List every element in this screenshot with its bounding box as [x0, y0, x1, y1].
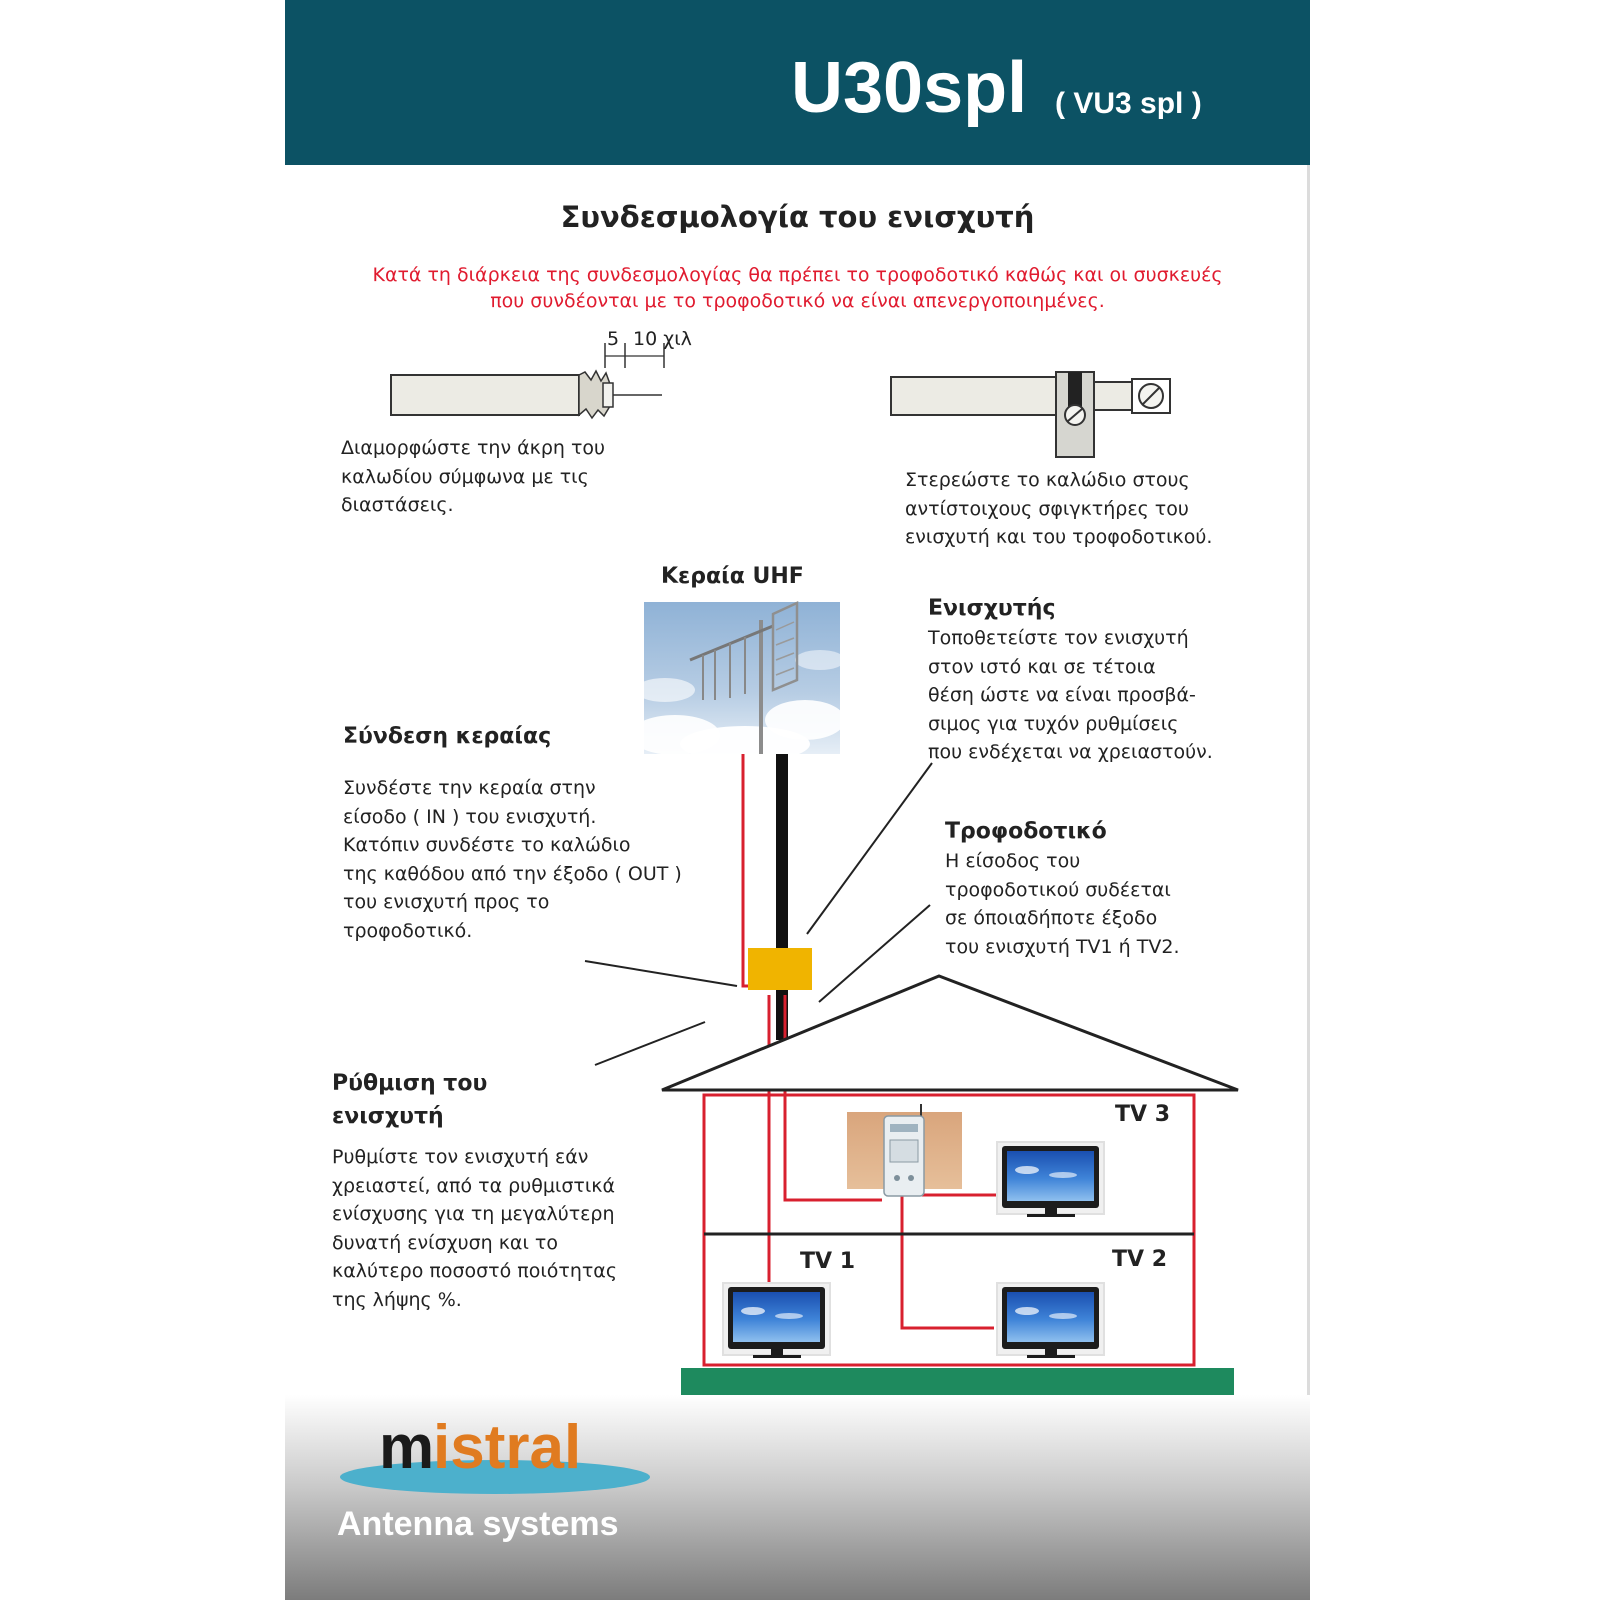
power-supply-heading: Τροφοδοτικό — [945, 819, 1107, 844]
antenna-boom — [689, 624, 774, 662]
adjustment-pointer — [594, 1021, 706, 1066]
logo-letter: m — [379, 1413, 435, 1482]
antenna-connection-description: Σύνδεση κεραίας Συνδέστε την κεραία στην… — [343, 724, 682, 942]
power-supply-pointer — [818, 904, 931, 1003]
tv-stand — [1027, 1214, 1075, 1217]
power-supply-description: Τροφοδοτικό Η είσοδος του τροφοδοτικού σ… — [945, 819, 1180, 958]
connector-nut — [1093, 381, 1133, 411]
tv-stand — [1027, 1355, 1075, 1358]
warning-text: Κατά τη διάρκεια της συνδεσμολογίας θα π… — [285, 262, 1310, 314]
clamp-slot — [1068, 372, 1082, 412]
tagline: Antenna systems — [337, 1505, 619, 1543]
page-edge-divider — [1307, 165, 1310, 1600]
house-walls — [702, 1093, 1196, 1367]
callout-lines — [584, 762, 933, 1066]
antenna-photo — [630, 601, 845, 762]
footer: m istral Antenna systems — [285, 1395, 1310, 1600]
tv2-label: TV 2 — [1112, 1247, 1167, 1272]
cable-jacket — [390, 374, 580, 416]
tv1-label: TV 1 — [800, 1249, 855, 1274]
cable-jacket — [890, 376, 1062, 416]
cable-prep-drawing: 5 10 χιλ — [390, 328, 692, 420]
tv-1 — [722, 1282, 831, 1358]
tv-stand — [753, 1355, 801, 1358]
logo-ellipse — [340, 1460, 650, 1494]
dimension-label-10: 10 χιλ — [633, 328, 692, 350]
ground — [681, 1368, 1234, 1398]
header-banner: U30spl ( VU3 spl ) — [285, 0, 1310, 165]
instruction-sheet: U30spl ( VU3 spl ) Συνδεσμολογία του ενι… — [285, 0, 1310, 1600]
tv-2 — [996, 1282, 1105, 1358]
antenna-reflector — [771, 601, 799, 692]
house-roof — [661, 974, 1239, 1092]
adjustment-heading: Ρύθμιση του — [332, 1071, 488, 1096]
cable-tv2 — [900, 1195, 994, 1330]
amplifier-heading: Ενισχυτής — [928, 596, 1056, 621]
product-title: U30spl — [791, 48, 1028, 128]
antenna-label: Κεραία UHF — [661, 564, 804, 589]
antenna-connection-heading: Σύνδεση κεραίας — [343, 724, 552, 749]
installation-diagram: 5 10 χιλ — [390, 328, 1239, 1398]
house — [661, 974, 1239, 1398]
tv3-label: TV 3 — [1115, 1102, 1170, 1127]
amplifier-description: Ενισχυτής Τοποθετείστε τον ενισχυτή στον… — [928, 596, 1213, 763]
logo-text: istral — [433, 1413, 582, 1482]
warning-line: Κατά τη διάρκεια της συνδεσμολογίας θα π… — [372, 264, 1223, 286]
page-title: Συνδεσμολογία του ενισχυτή — [560, 200, 1035, 234]
amplifier-pointer — [806, 762, 933, 935]
power-supply-unit — [847, 1104, 962, 1197]
cable-fix-caption: Στερεώστε το καλώδιο στους αντίστοιχους … — [905, 469, 1213, 548]
antenna-connection-pointer — [584, 960, 738, 987]
cable-clamp-drawing — [890, 371, 1171, 458]
cable-prep-caption: Διαμορφώστε την άκρη του καλωδίου σύμφων… — [341, 437, 606, 516]
cable-dielectric — [602, 382, 614, 408]
dimension-label-5: 5 — [607, 328, 619, 350]
warning-line: που συνδέονται με το τροφοδοτικό να είνα… — [490, 290, 1105, 312]
tv-3 — [996, 1141, 1105, 1217]
product-subtitle: ( VU3 spl ) — [1055, 87, 1202, 120]
adjustment-heading: ενισχυτή — [332, 1104, 444, 1129]
adjustment-description: Ρύθμιση του ενισχυτή Ρυθμίστε τον ενισχυ… — [332, 1067, 617, 1314]
amplifier-box — [748, 948, 812, 990]
